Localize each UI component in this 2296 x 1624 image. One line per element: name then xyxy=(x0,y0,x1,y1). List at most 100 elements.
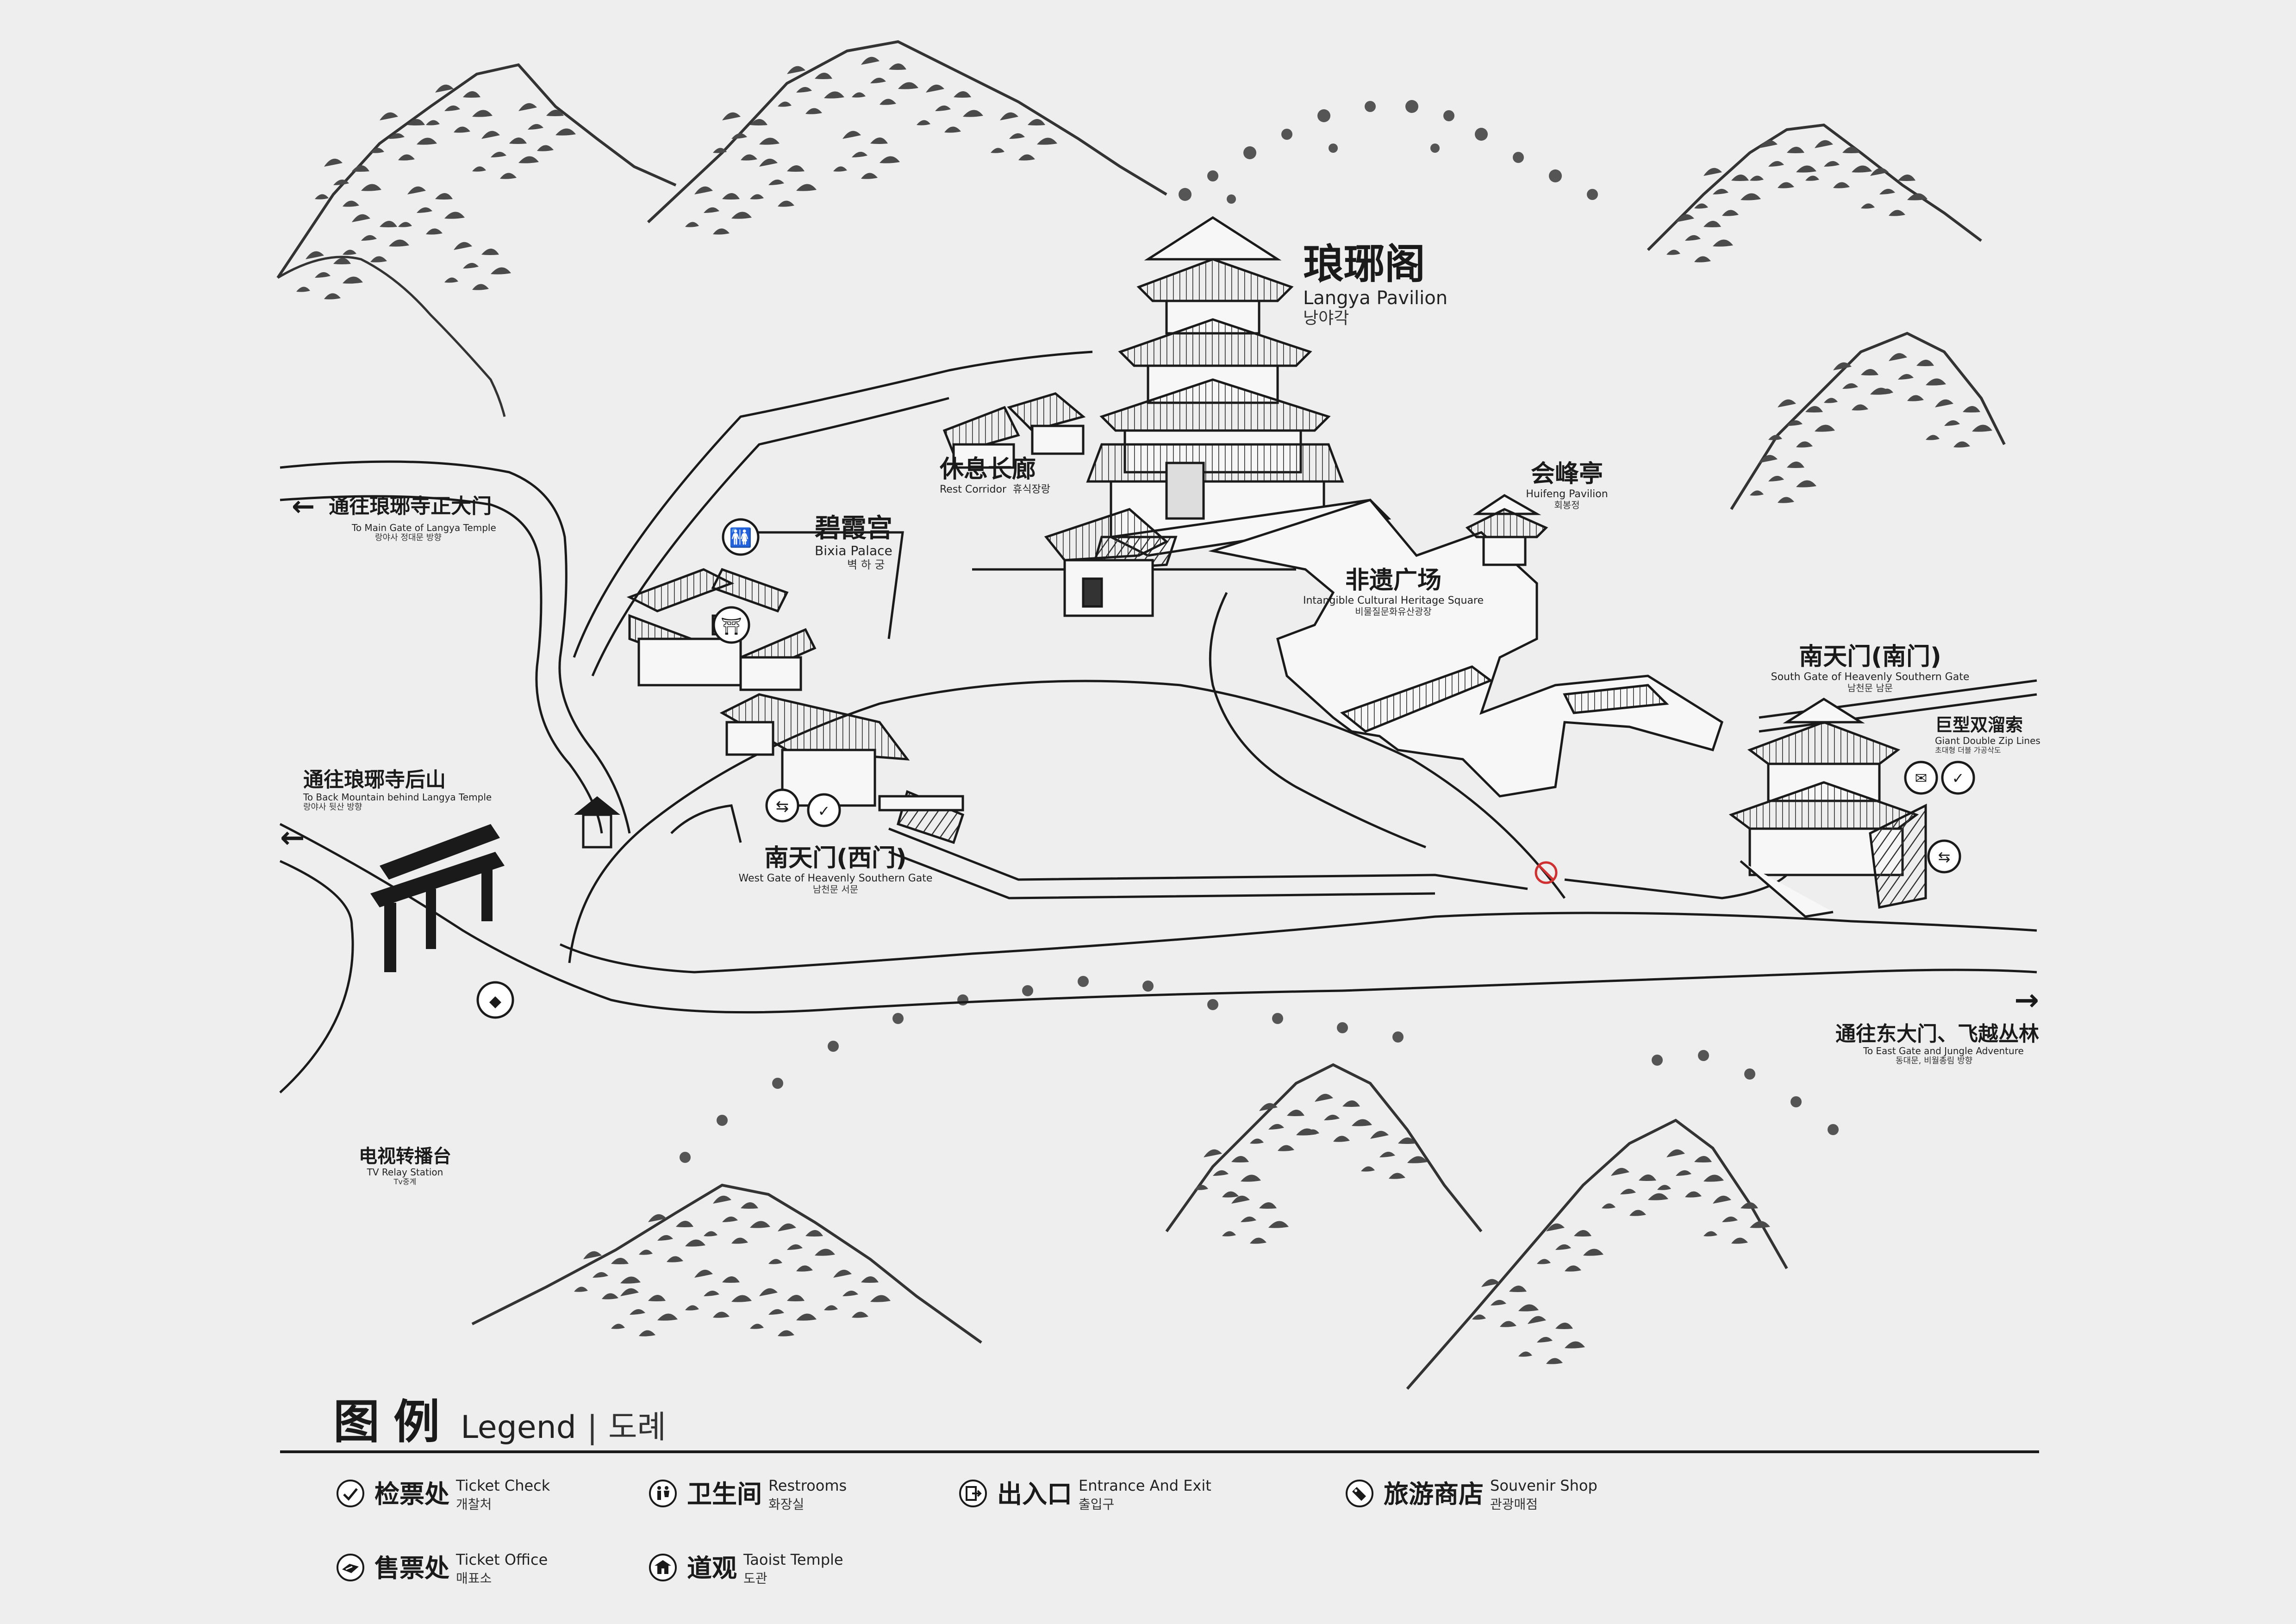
label-tv-station: 电视转播台 TV Relay Station Tv중계 xyxy=(359,1146,451,1186)
label-zh: 非遗广场 xyxy=(1345,567,1442,594)
legend-item-souvenir-shop: 旅游商店 Souvenir Shop 관광매점 xyxy=(1345,1477,1597,1513)
mountain-bottom-left xyxy=(471,1183,982,1344)
label-en: Bixia Palace xyxy=(815,543,892,559)
label-en: West Gate of Heavenly Southern Gate xyxy=(738,872,933,884)
ticket-office-icon xyxy=(337,1554,364,1581)
label-zh: 碧霞宫 xyxy=(815,513,892,543)
archway-gate xyxy=(370,824,505,972)
label-zh: 休息长廊 xyxy=(940,456,1036,483)
legend-en: Ticket Office xyxy=(456,1551,548,1568)
label-south-gate: 南天门(南门) South Gate of Heavenly Southern … xyxy=(1771,643,1970,693)
label-ko: 벽 하 궁 xyxy=(847,558,885,571)
ticket-check-icon-west: ✓ xyxy=(807,793,841,827)
west-gate-building xyxy=(719,693,965,844)
label-zh: 通往琅琊寺后山 xyxy=(303,768,446,792)
mountain-top-center xyxy=(647,40,1167,235)
entrance-exit-icon-west: ⇆ xyxy=(765,788,799,823)
mountain-top-left xyxy=(276,63,677,417)
label-en: Rest Corridor 휴식장랑 xyxy=(940,484,1050,495)
wall-section xyxy=(1208,499,1723,798)
label-zh: 琅琊阁 xyxy=(1303,240,1426,288)
legend-zh: 检票处 xyxy=(374,1480,449,1509)
no-entry-icon xyxy=(1535,861,1558,884)
legend-sub: Entrance And Exit 출입구 xyxy=(1079,1477,1211,1513)
direction-back-mountain: 通往琅琊寺后山 To Back Mountain behind Langya T… xyxy=(280,768,492,856)
ticket-check-icon xyxy=(337,1480,364,1507)
legend-sub: Taoist Temple 도관 xyxy=(743,1551,843,1587)
legend-sub: Ticket Office 매표소 xyxy=(456,1551,548,1587)
legend-zh: 旅游商店 xyxy=(1384,1480,1484,1509)
label-zh: 南天门(西门) xyxy=(764,844,907,872)
arrow-right-icon: → xyxy=(2014,983,2039,1018)
svg-text:✓: ✓ xyxy=(818,802,830,820)
legend-en: Restrooms xyxy=(768,1477,847,1494)
legend-title: 图例 Legend | 도례 xyxy=(333,1384,666,1451)
legend-en: Souvenir Shop xyxy=(1490,1477,1597,1494)
legend-title-zh: 图例 xyxy=(333,1395,454,1449)
label-bixia-palace: 碧霞宫 Bixia Palace 벽 하 궁 xyxy=(815,513,892,571)
label-en: South Gate of Heavenly Southern Gate xyxy=(1771,671,1970,683)
label-ko: 랑야사 뒷산 방향 xyxy=(303,802,362,812)
mountain-bottom-right xyxy=(1406,1050,1839,1390)
svg-text:⇆: ⇆ xyxy=(776,797,789,816)
huifeng-pavilion-building xyxy=(1465,494,1548,566)
legend-ko: 도관 xyxy=(743,1571,767,1586)
label-zh: 通往琅琊寺正大门 xyxy=(329,494,492,518)
entrance-exit-icon xyxy=(959,1480,987,1507)
label-en: To Main Gate of Langya Temple xyxy=(352,522,496,533)
legend-ko: 출입구 xyxy=(1079,1497,1115,1512)
arrow-left-icon: ← xyxy=(292,490,315,523)
legend-ko: 개찰처 xyxy=(456,1497,492,1512)
label-ko: Tv중계 xyxy=(393,1177,417,1186)
label-ko: 회봉정 xyxy=(1554,500,1580,511)
label-en-text: Rest Corridor xyxy=(940,483,1007,495)
label-ko: 비물질문화유산광장 xyxy=(1355,606,1432,618)
label-langya-pavilion: 琅琊阁 Langya Pavilion 낭야각 xyxy=(1303,241,1447,328)
legend-en: Taoist Temple xyxy=(743,1551,843,1568)
label-en: Huifeng Pavilion xyxy=(1526,488,1608,500)
svg-text:🚻: 🚻 xyxy=(729,527,752,549)
legend-title-separator: | xyxy=(586,1409,598,1446)
legend-sub: Restrooms 화장실 xyxy=(768,1477,847,1513)
south-gate-building xyxy=(1728,698,1927,918)
legend-sub: Ticket Check 개찰처 xyxy=(456,1477,550,1513)
svg-text:⇆: ⇆ xyxy=(1938,848,1951,866)
legend-ko: 관광매점 xyxy=(1490,1497,1538,1512)
legend-item-taoist-temple: 道观 Taoist Temple 도관 xyxy=(648,1551,843,1587)
restroom-icon xyxy=(649,1480,677,1507)
side-hall-building xyxy=(1044,508,1169,617)
legend-ko: 매표소 xyxy=(456,1571,492,1586)
svg-text:◆: ◆ xyxy=(489,992,502,1011)
mountain-top-right xyxy=(1647,123,1982,262)
legend-zh: 售票处 xyxy=(374,1554,449,1583)
label-zh: 巨型双溜索 xyxy=(1935,715,2023,735)
label-heritage-square: 非遗广场 Intangible Cultural Heritage Square… xyxy=(1303,567,1484,617)
mountain-top-middle-dots xyxy=(1179,100,1598,204)
ticket-office-icon-south: ✉ xyxy=(1904,761,1938,795)
label-zip-lines: 巨型双溜索 Giant Double Zip Lines 초대형 더블 가공삭도 xyxy=(1935,715,2040,755)
legend-item-ticket-office: 售票处 Ticket Office 매표소 xyxy=(336,1551,548,1587)
bixia-palace-building xyxy=(626,568,817,691)
restroom-icon-bixia: 🚻 xyxy=(722,518,760,556)
label-ko: 초대형 더블 가공삭도 xyxy=(1935,745,2001,755)
legend-ko: 화장실 xyxy=(768,1497,805,1512)
label-zh: 电视转播台 xyxy=(359,1146,451,1167)
rest-corridor-building xyxy=(942,392,1086,469)
label-en: To Back Mountain behind Langya Temple xyxy=(303,791,492,803)
legend-en: Entrance And Exit xyxy=(1079,1477,1211,1494)
label-ko: 남천문 서문 xyxy=(812,884,859,895)
legend-title-en: Legend xyxy=(461,1409,576,1446)
legend-item-ticket-check: 检票处 Ticket Check 개찰처 xyxy=(336,1477,550,1513)
label-en: To East Gate and Jungle Adventure xyxy=(1863,1045,2024,1057)
label-en: Giant Double Zip Lines xyxy=(1935,735,2040,746)
direction-row: ← 通往琅琊寺正大门 xyxy=(292,491,496,523)
svg-text:✉: ✉ xyxy=(1915,769,1928,787)
label-en: TV Relay Station xyxy=(367,1167,443,1178)
legend-zh: 道观 xyxy=(687,1554,737,1583)
mountain-right-middle xyxy=(1730,331,2006,510)
souvenir-shop-icon-map: ◆ xyxy=(476,981,514,1019)
svg-text:✓: ✓ xyxy=(1952,769,1965,787)
legend-item-restroom: 卫生间 Restrooms 화장실 xyxy=(648,1477,847,1513)
label-en: Intangible Cultural Heritage Square xyxy=(1303,594,1484,606)
legend-title-ko: 도례 xyxy=(608,1409,667,1446)
